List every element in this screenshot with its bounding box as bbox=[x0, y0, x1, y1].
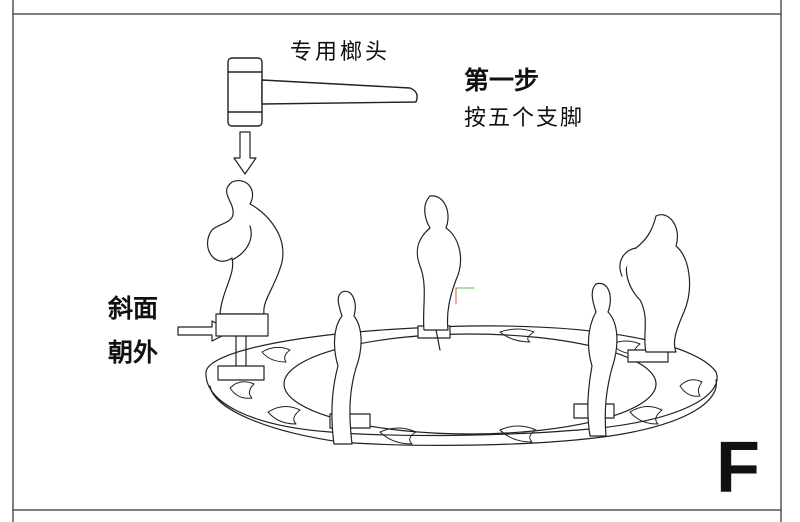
step-description: 按五个支脚 bbox=[464, 106, 585, 131]
hammer-icon bbox=[227, 57, 418, 127]
arrow-down-icon bbox=[233, 131, 257, 175]
page-border bbox=[12, 0, 782, 522]
step-title: 第一步 bbox=[464, 66, 540, 95]
bevel-note-line2: 朝外 bbox=[108, 338, 159, 367]
flame-leg-icon bbox=[207, 180, 691, 445]
axis-marker-icon bbox=[455, 287, 475, 305]
hammer-label: 专用榔头 bbox=[290, 40, 391, 65]
bevel-note-line1: 斜面 bbox=[108, 294, 159, 323]
panel-letter: F bbox=[716, 428, 760, 508]
ring-base-icon bbox=[205, 325, 718, 446]
